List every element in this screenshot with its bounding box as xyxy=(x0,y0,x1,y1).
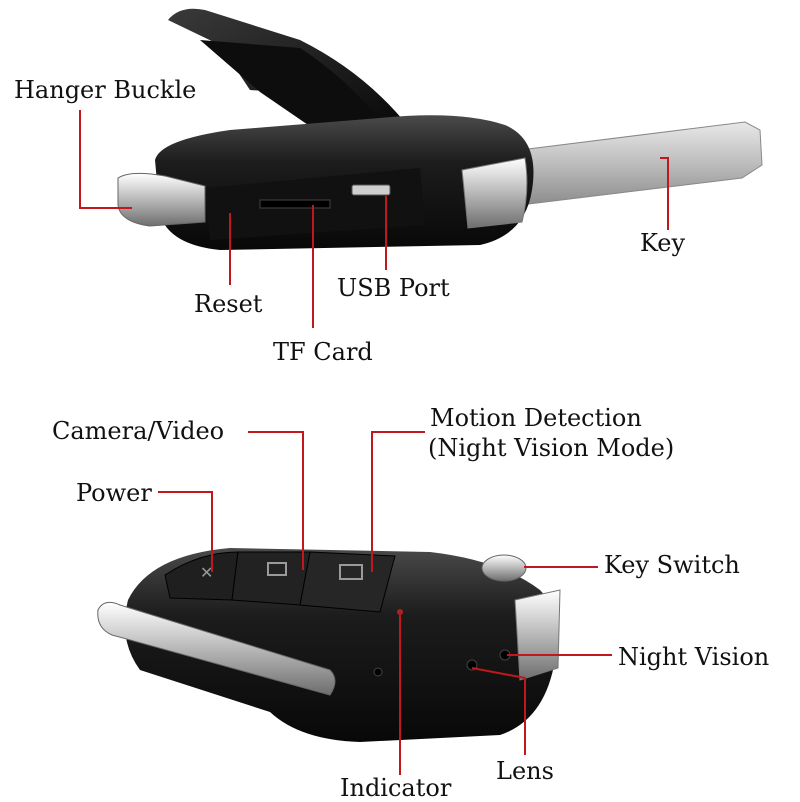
bottom-device: ✕ xyxy=(97,548,561,742)
lens-label: Lens xyxy=(496,757,554,785)
usb-port-label: USB Port xyxy=(337,274,450,302)
camera-video-label: Camera/Video xyxy=(52,417,225,445)
power-callout xyxy=(158,491,213,572)
hanger-buckle-callout xyxy=(79,110,132,209)
camera-video-callout xyxy=(248,431,304,570)
svg-text:✕: ✕ xyxy=(200,563,213,582)
motion-detection-callout xyxy=(371,431,425,572)
callout-lines xyxy=(79,110,669,775)
camera-button-shape xyxy=(231,551,311,606)
motion-detection-label: Motion Detection xyxy=(430,404,642,432)
key-blade xyxy=(519,121,763,206)
tf-card-label: TF Card xyxy=(273,338,373,366)
motion-button-shape xyxy=(299,551,396,613)
key-label: Key xyxy=(640,229,686,257)
key-switch-label: Key Switch xyxy=(604,551,740,579)
chrome-strip xyxy=(97,601,336,696)
key-callout xyxy=(660,157,669,230)
key-switch-shape xyxy=(481,554,527,582)
hanger-buckle-chrome xyxy=(117,172,206,227)
lens-callout xyxy=(471,667,526,755)
chrome-band xyxy=(461,157,528,229)
top-device xyxy=(117,8,763,250)
tf-slot-shape xyxy=(259,199,331,209)
night-vision-mode-label: (Night Vision Mode) xyxy=(428,434,675,462)
indicator-dot xyxy=(397,609,403,615)
hanger-buckle-label: Hanger Buckle xyxy=(14,76,197,104)
power-label: Power xyxy=(76,479,152,507)
indicator-label: Indicator xyxy=(340,774,452,802)
usb-port-shape xyxy=(351,184,391,196)
night-vision-label: Night Vision xyxy=(618,643,770,671)
reset-label: Reset xyxy=(194,290,263,318)
